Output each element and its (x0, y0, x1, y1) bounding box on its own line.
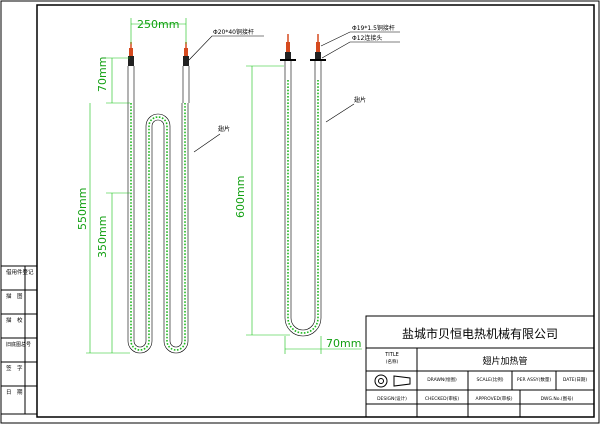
left-heater-tube (127, 42, 190, 354)
callout-right-fin: 翅片 (354, 96, 366, 104)
drawing-title: 翅片加热管 (482, 355, 527, 367)
left-terminal-1 (127, 42, 135, 103)
per-assy-label: PER ASSY(数量) (517, 376, 551, 383)
side-label-4: 旧底图总号 (6, 341, 31, 348)
callout-right-thread: Φ12连接头 (352, 34, 382, 42)
dim-width-250: 250mm (137, 18, 179, 31)
title-label: TITLE (384, 352, 399, 358)
inner-frame (36, 4, 595, 418)
side-label-5: 签 字 (6, 364, 23, 372)
company-name: 盐城市贝恒电热机械有限公司 (402, 326, 558, 341)
dim-length-600: 600mm (234, 176, 247, 218)
title-label-cn: (名称) (386, 358, 399, 365)
projection-symbol-icon (374, 374, 411, 388)
title-block: 盐城市贝恒电热机械有限公司 TITLE (名称) 翅片加热管 DRAWN(绘图)… (365, 315, 595, 418)
design-label: DESIGN(设计) (377, 395, 407, 402)
dim-bottom-70: 70mm (326, 337, 361, 350)
scale-label: SCALE(比例) (477, 376, 504, 383)
left-dimensions: 250mm 70mm 550mm 350mm (76, 18, 187, 354)
checked-label: CHECKED(审核) (425, 395, 460, 402)
callout-left-terminal: Φ20*40铜接杆 (213, 28, 254, 36)
right-terminal-1 (280, 34, 296, 80)
side-label-6: 日 期 (6, 389, 23, 396)
left-terminal-2 (182, 42, 190, 103)
side-table: 借用件登记 描 图 描 校 旧底图总号 签 字 日 期 (0, 265, 38, 415)
side-label-1: 借用件登记 (6, 268, 34, 276)
right-callouts: Φ19*1.5铜接杆 Φ12连接头 翅片 (320, 24, 400, 123)
side-label-2: 描 图 (6, 292, 23, 300)
approved-label: APPROVED(审核) (476, 395, 513, 402)
side-label-3: 描 校 (6, 316, 23, 324)
dim-terminal-70: 70mm (96, 57, 109, 92)
right-dimensions: 600mm 70mm (234, 65, 362, 354)
date-label: DATE(日期) (563, 377, 587, 383)
dwg-no-label: DWG.No.(图号) (541, 396, 574, 402)
right-finned-body (287, 80, 319, 334)
dim-total-550: 550mm (76, 188, 89, 230)
dim-lower-350: 350mm (96, 216, 109, 258)
callout-left-fin: 翅片 (218, 125, 230, 133)
right-heater-tube (280, 34, 326, 337)
drawn-label: DRAWN(绘图) (427, 376, 457, 383)
left-tube-outline (127, 103, 189, 354)
left-finned-body (130, 103, 186, 351)
callout-right-terminal: Φ19*1.5铜接杆 (352, 24, 395, 32)
right-terminal-2 (310, 34, 326, 80)
left-callouts: Φ20*40铜接杆 翅片 (188, 28, 264, 153)
